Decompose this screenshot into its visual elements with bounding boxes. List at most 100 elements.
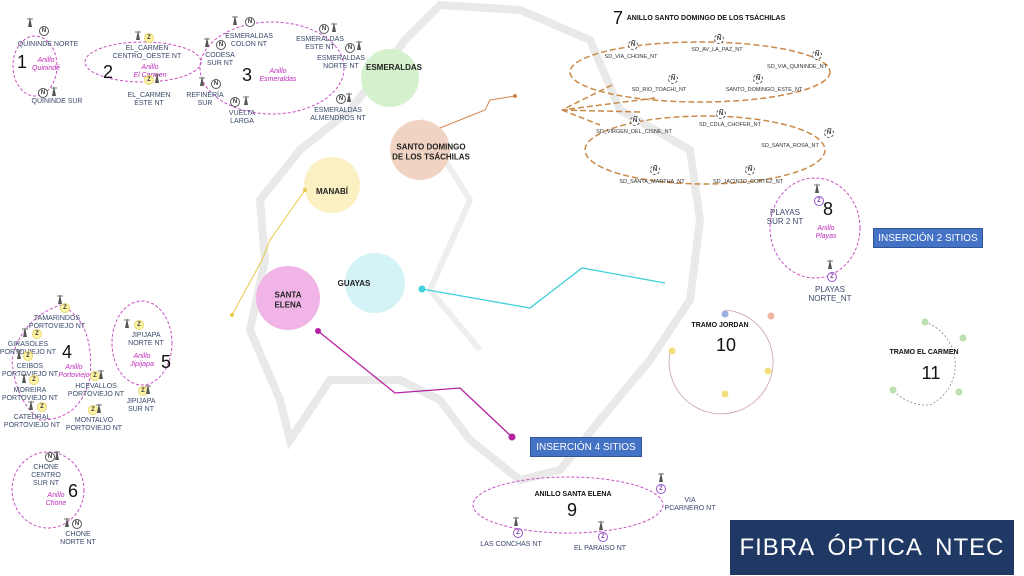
site-type-n-icon: N: [824, 128, 834, 138]
link-guayas: [421, 267, 666, 309]
site-type-n-icon: N: [45, 452, 55, 462]
antenna-tower-icon: [28, 400, 34, 410]
site-type-z-icon: Z: [88, 405, 98, 415]
ring-title: ANILLO SANTO DOMINGO DE LOS TSÁCHILAS: [626, 15, 786, 22]
antenna-tower-icon: [598, 520, 604, 530]
site-type-n-icon: N: [245, 17, 255, 27]
site-label: EL_CARMEN ESTE NT: [127, 92, 171, 108]
site-label: VUELTA LARGA: [228, 110, 256, 126]
site-type-n-icon: N: [714, 34, 724, 44]
site-type-z-icon: Z: [60, 303, 70, 313]
ring-7-lower: [584, 115, 826, 185]
antenna-tower-icon: [513, 516, 519, 526]
antenna-tower-icon: [124, 318, 130, 328]
ring-name: Anillo Portoviejo: [58, 364, 90, 380]
site-type-n-icon: N: [216, 40, 226, 50]
ring-1: [12, 35, 58, 97]
ring-number: 7: [612, 8, 624, 28]
site-type-z-icon: Z: [144, 75, 154, 85]
site-label: SD_VIA_QUININDE_NT: [767, 64, 827, 70]
antenna-tower-icon: [57, 294, 63, 304]
site-type-n-icon: N: [319, 24, 329, 34]
ring-title: TRAMO EL CARMEN: [889, 349, 959, 356]
antenna-tower-icon: [145, 384, 151, 394]
site-label: JIPIJAPA SUR NT: [126, 398, 156, 414]
antenna-tower-icon: [22, 327, 28, 337]
site-label: PLAYAS NORTE_NT: [808, 285, 852, 304]
province-santa-elena: [256, 266, 320, 330]
ring-name: Anillo Playas: [815, 225, 837, 241]
site-label: SD_AV_LA_PAZ_NT: [691, 47, 743, 53]
province-label-manabi: MANABÍ: [316, 187, 348, 197]
ring-9: [472, 476, 664, 534]
site-type-n-icon: N: [650, 165, 660, 175]
site-type-z-icon: Z: [814, 196, 824, 206]
antenna-tower-icon: [331, 22, 337, 32]
site-label: ESMERALDAS ALMENDROS NT: [310, 107, 366, 123]
link-santa-elena: [317, 330, 513, 438]
province-label-guayas: GUAYAS: [337, 279, 371, 289]
site-label: QUININDE SUR: [31, 98, 83, 105]
site-label: SD_JACINTO_CORTEZ_NT: [712, 179, 784, 185]
antenna-tower-icon: [346, 92, 352, 102]
ring-3: [199, 21, 345, 115]
antenna-tower-icon: [135, 30, 141, 40]
antenna-tower-icon: [98, 369, 104, 379]
site-label: SANTO_DOMINGO_ESTE_NT: [725, 87, 803, 93]
site-label: CATEDRAL PORTOVIEJO NT: [3, 414, 61, 430]
site-type-n-icon: N: [345, 43, 355, 53]
ring-name: Anillo Esmeraldas: [259, 68, 297, 84]
site-label: ESMERALDAS COLON NT: [225, 33, 273, 49]
ring-number: 9: [566, 500, 578, 520]
antenna-tower-icon: [16, 349, 22, 359]
site-label: CODESA SUR NT: [205, 52, 235, 68]
ring-2: [84, 41, 202, 83]
ring-title: ANILLO SANTA ELENA: [534, 491, 612, 498]
site-type-n-icon: N: [630, 116, 640, 126]
ring-title: TRAMO JORDAN: [691, 322, 749, 329]
site-label: MOREIRA PORTOVIEJO NT: [1, 387, 59, 403]
site-label: CHONE NORTE NT: [60, 531, 96, 547]
site-label: TAMARINDOS PORTOVIEJO NT: [28, 315, 86, 331]
tramo-nodes: [668, 310, 967, 398]
site-type-n-icon: N: [628, 40, 638, 50]
site-label: SD_RIO_TOACHI_NT: [631, 87, 687, 93]
ring-number: 6: [67, 481, 79, 501]
site-label: PLAYAS SUR 2 NT: [766, 208, 804, 227]
ring-number: 5: [160, 352, 172, 372]
site-type-n-icon: N: [38, 88, 48, 98]
site-label: ESMERALDAS ESTE NT: [296, 36, 344, 52]
antenna-tower-icon: [356, 40, 362, 50]
antenna-tower-icon: [27, 17, 33, 27]
site-type-z-icon: Z: [827, 272, 837, 282]
antenna-tower-icon: [51, 86, 57, 96]
ring-11: [892, 321, 956, 406]
site-type-z-icon: Z: [656, 484, 666, 494]
site-type-z-icon: Z: [598, 532, 608, 542]
insertion-2-sites-button[interactable]: INSERCIÓN 2 SITIOS: [873, 228, 983, 248]
ring-name: Anillo El Carmen: [133, 64, 167, 80]
site-type-n-icon: N: [230, 97, 240, 107]
antenna-tower-icon: [827, 259, 833, 269]
site-type-n-icon: N: [668, 74, 678, 84]
province-esmeraldas: [361, 49, 419, 107]
site-type-z-icon: Z: [90, 371, 100, 381]
site-type-z-icon: Z: [144, 33, 154, 43]
ring-10: [668, 309, 774, 415]
site-type-n-icon: N: [812, 50, 822, 60]
ring-number: 3: [241, 65, 253, 85]
site-label: SD_VIA_CHONE_NT: [604, 54, 658, 60]
site-label: SD_SANTA_MARTHA_NT: [619, 179, 685, 185]
site-label: VIA PCARNERO NT: [664, 497, 716, 513]
ring-number: 11: [921, 363, 941, 383]
site-type-z-icon: Z: [513, 528, 523, 538]
site-type-n-icon: N: [336, 94, 346, 104]
antenna-tower-icon: [21, 373, 27, 383]
ring-name: Anillo Jipijapa: [130, 353, 154, 369]
site-label: CEIBOS PORTOVIEJO NT: [1, 363, 59, 379]
ring-number: 4: [61, 342, 73, 362]
insertion-4-sites-button[interactable]: INSERCIÓN 4 SITIOS: [530, 437, 642, 457]
antenna-tower-icon: [204, 37, 210, 47]
site-type-n-icon: N: [72, 519, 82, 529]
